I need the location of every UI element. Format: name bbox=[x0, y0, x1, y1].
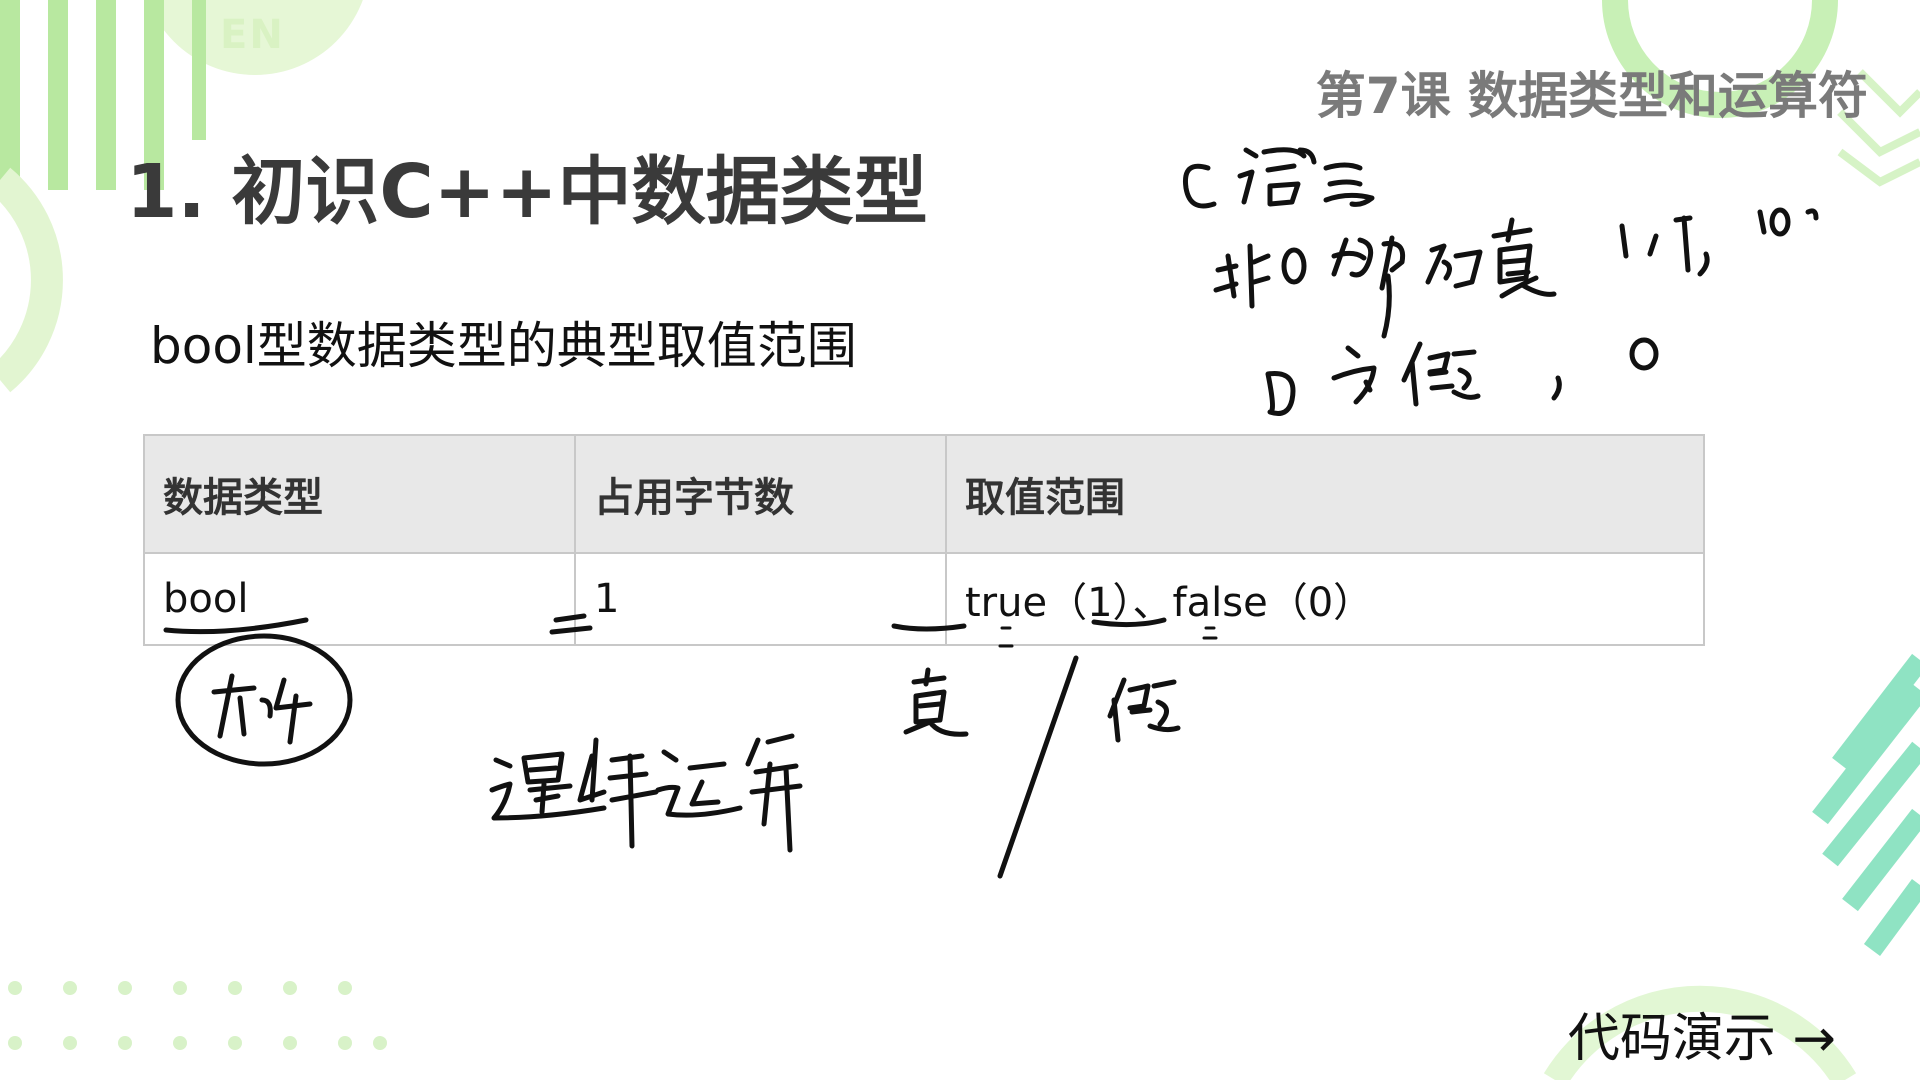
slide-subtitle: bool型数据类型的典型取值范围 bbox=[150, 317, 857, 375]
data-type-table: 数据类型 占用字节数 取值范围 bool 1 true（1）、false（0） bbox=[143, 434, 1705, 646]
table-header-row: 数据类型 占用字节数 取值范围 bbox=[143, 434, 1705, 554]
header-value-range: 取值范围 bbox=[945, 434, 1705, 554]
bottom-left-dots-decoration bbox=[8, 981, 387, 1050]
bottom-right-arc-decoration bbox=[1543, 985, 1857, 1080]
header-data-type: 数据类型 bbox=[143, 434, 576, 554]
top-right-arc-decoration bbox=[1602, 0, 1838, 118]
language-badge[interactable]: EN bbox=[220, 12, 285, 58]
cell-type-name: bool bbox=[143, 552, 576, 646]
lesson-title: 第7课 数据类型和运算符 bbox=[1315, 67, 1868, 125]
left-arc-decoration bbox=[0, 167, 63, 393]
cell-byte-count: 1 bbox=[574, 552, 947, 646]
cell-value-range: true（1）、false（0） bbox=[945, 552, 1705, 646]
top-left-stripes-decoration bbox=[0, 0, 206, 190]
section-title: 1. 初识C++中数据类型 bbox=[126, 149, 928, 235]
bottom-right-stripes-decoration bbox=[1812, 653, 1920, 956]
top-right-zigzag-decoration bbox=[1837, 69, 1920, 187]
code-demo-link[interactable]: 代码演示 → bbox=[1567, 1009, 1836, 1069]
header-byte-size: 占用字节数 bbox=[574, 434, 947, 554]
table-row: bool 1 true（1）、false（0） bbox=[143, 552, 1705, 646]
